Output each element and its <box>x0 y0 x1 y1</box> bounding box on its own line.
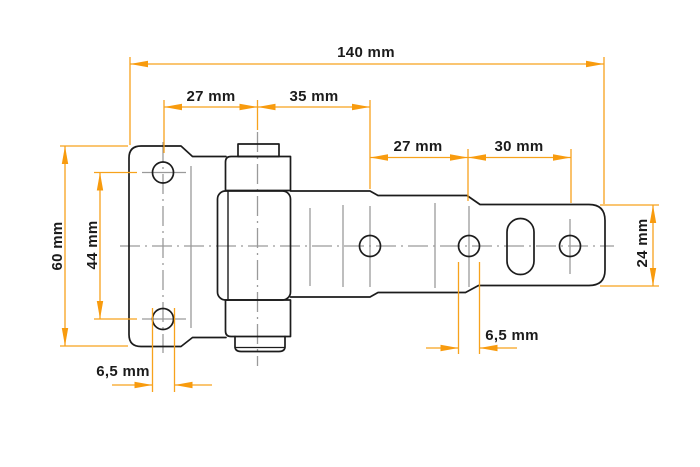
right-arm-outline <box>289 190 606 298</box>
dimension-annotations: 140 mm 27 mm 35 mm 27 mm <box>49 44 659 392</box>
dimension-24mm: 24 mm <box>600 204 659 287</box>
dimension-27mm-top: 27 mm <box>163 88 259 153</box>
plate-top-hole <box>151 161 175 184</box>
dimension-label-27mm-top: 27 mm <box>186 88 235 105</box>
arrow-right <box>134 381 153 389</box>
arm-hole-1 <box>358 234 382 258</box>
arrow-left <box>370 154 388 161</box>
dimension-35mm: 35 mm <box>257 88 371 189</box>
arrow-left <box>164 103 182 111</box>
arrow-up <box>61 146 69 164</box>
arrow-right <box>440 344 459 352</box>
dimension-label-60mm: 60 mm <box>49 221 66 270</box>
arrow-left <box>174 381 193 389</box>
dimension-6.5mm-plate: 6,5 mm <box>96 308 212 392</box>
extension-lines <box>457 262 481 354</box>
dimension-label-6.5mm-plate: 6,5 mm <box>96 363 150 380</box>
arrow-up <box>649 205 657 223</box>
extension-lines <box>129 57 605 204</box>
arrow-left <box>468 154 486 161</box>
extension-lines <box>163 100 259 153</box>
arrow-right <box>553 154 571 161</box>
dimension-label-35mm: 35 mm <box>289 88 338 105</box>
dimension-label-44mm: 44 mm <box>84 220 101 269</box>
dimension-27mm-arm: 27 mm <box>370 138 469 201</box>
arrow-down <box>96 301 104 319</box>
arm-hole-2 <box>457 234 481 258</box>
dimension-140mm: 140 mm <box>129 44 605 204</box>
dimension-label-24mm: 24 mm <box>634 218 651 267</box>
arrow-left <box>257 103 276 111</box>
centerlines <box>120 132 614 366</box>
arrow-down <box>649 268 657 286</box>
arrow-right <box>352 103 370 111</box>
arrow-right <box>450 154 468 161</box>
dimension-44mm: 44 mm <box>84 171 137 320</box>
hinge-bottom-cap <box>234 335 286 353</box>
arm-hole-3 <box>558 234 582 258</box>
dimension-label-6.5mm-arm: 6,5 mm <box>485 327 539 344</box>
dimension-label-140mm: 140 mm <box>337 44 395 61</box>
extension-lines <box>600 204 659 287</box>
dimension-label-27mm-arm: 27 mm <box>393 138 442 155</box>
arrow-up <box>96 172 104 191</box>
extension-lines <box>94 171 137 320</box>
dimension-label-30mm: 30 mm <box>494 138 543 155</box>
arrow-right <box>586 60 604 68</box>
arrow-left <box>130 60 148 68</box>
dimension-6.5mm-arm: 6,5 mm <box>426 262 539 354</box>
arrow-right <box>239 103 258 111</box>
dimension-30mm: 30 mm <box>468 138 572 203</box>
hinge-bottom-knuckle <box>224 299 292 338</box>
hinge-top-cap <box>237 143 280 158</box>
arrow-down <box>61 328 69 346</box>
dimension-60mm: 60 mm <box>49 145 128 347</box>
hinge-part <box>128 143 606 353</box>
extension-lines <box>60 145 128 347</box>
left-plate-outline <box>128 145 227 348</box>
extension-lines <box>151 308 176 392</box>
arm-slot-hole <box>506 217 535 276</box>
arrow-left <box>479 344 498 352</box>
